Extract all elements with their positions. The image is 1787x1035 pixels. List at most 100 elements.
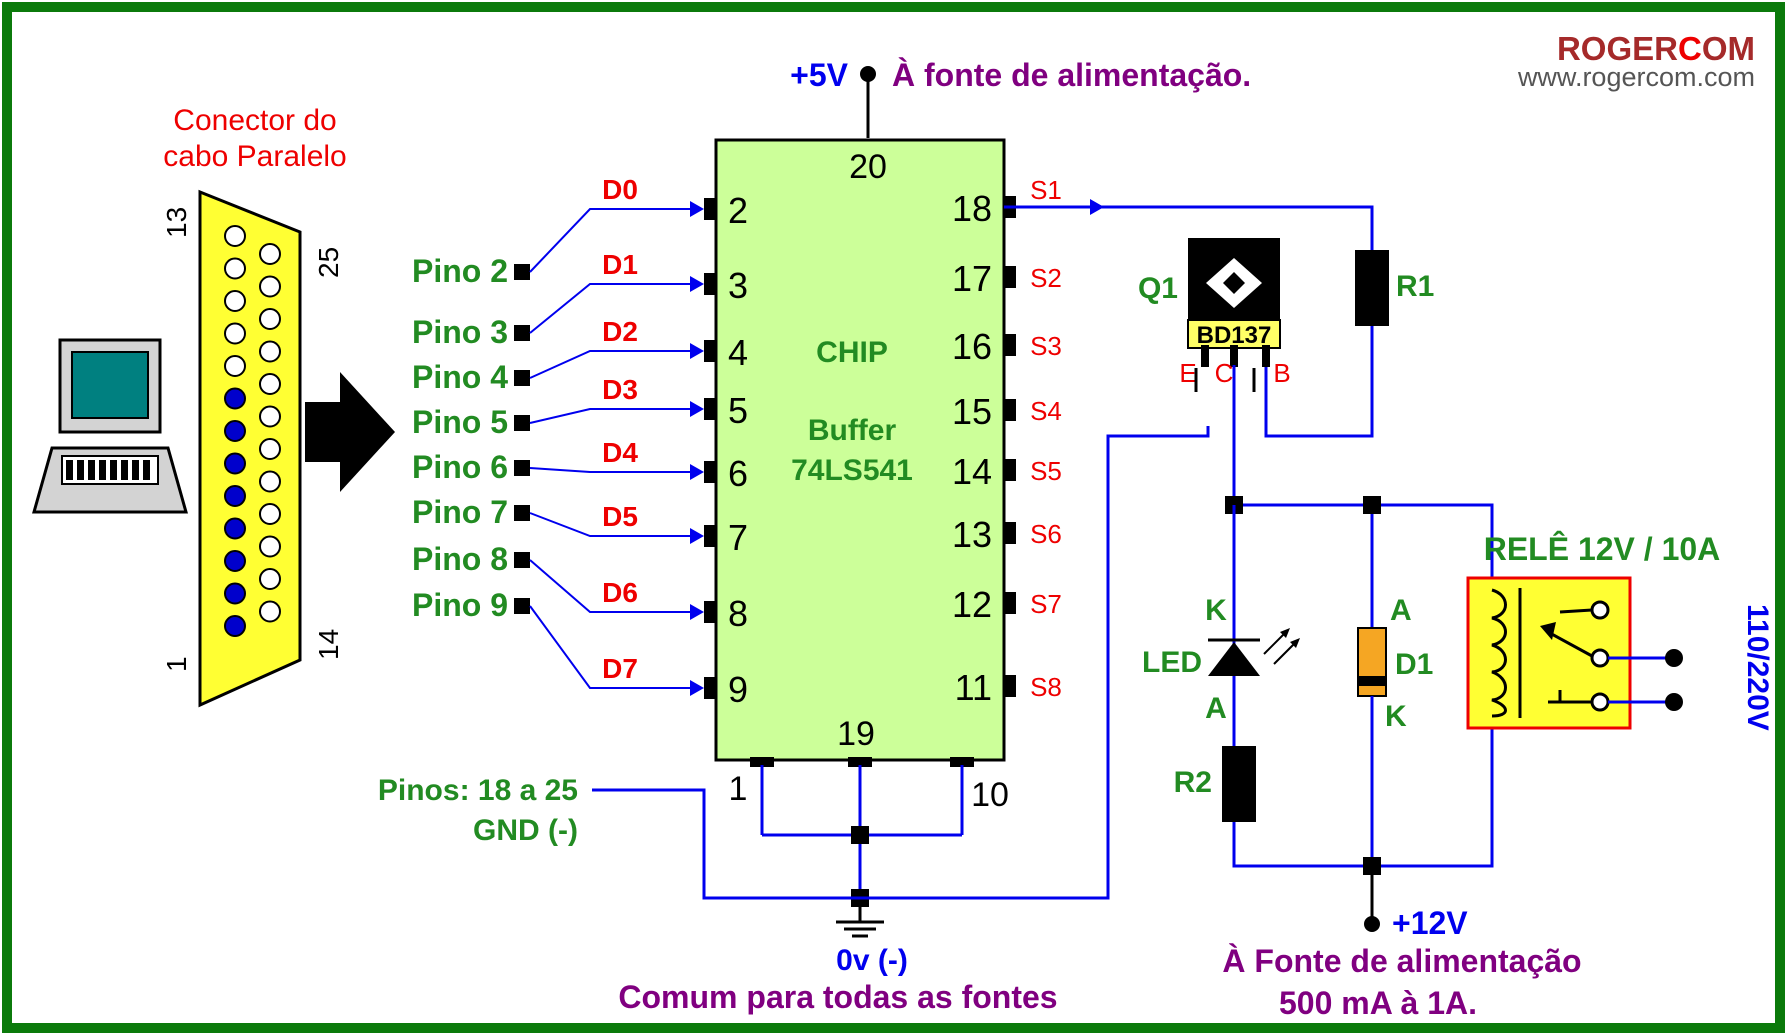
data-wire [529, 208, 700, 273]
transistor-ref: Q1 [1138, 272, 1178, 305]
db25-hole-left [224, 452, 246, 475]
chip-name: CHIP [816, 336, 888, 369]
output-label: S3 [1030, 331, 1062, 361]
db25-hole-left [224, 322, 246, 345]
output-label: S2 [1030, 263, 1062, 293]
transistor-part: BD137 [1197, 322, 1272, 349]
port-pin-label: Pino 3 [412, 314, 508, 350]
output-label: S5 [1030, 456, 1062, 486]
wire-arrow [690, 528, 704, 544]
data-wire [529, 559, 700, 613]
chip-pin-10: 10 [971, 776, 1009, 814]
supply-5v-caption: À fonte de alimentação. [892, 57, 1251, 93]
chip-output-pin [1004, 334, 1016, 356]
ground-caption: Comum para todas as fontes [618, 979, 1057, 1015]
transistor-pin-e: E [1179, 358, 1196, 388]
data-line-label: D5 [602, 501, 638, 532]
chip-input-pin-number: 5 [728, 390, 748, 431]
port-pin-terminal [514, 325, 530, 341]
port-pin-label: Pino 8 [412, 541, 508, 577]
brand-url: www.rogercom.com [1517, 62, 1755, 92]
diode-label: D1 [1395, 648, 1433, 681]
port-pin-label: Pino 4 [412, 359, 508, 395]
resistor-r1 [1355, 250, 1389, 326]
data-line-label: D2 [602, 316, 638, 347]
output-label: S1 [1030, 175, 1062, 205]
data-line-label: D4 [602, 437, 638, 468]
diode-k-label: K [1385, 700, 1407, 733]
supply-12v-caption-line1: À Fonte de alimentação [1222, 943, 1581, 979]
resistor-r2 [1222, 746, 1256, 822]
gnd-pins-label: Pinos: 18 a 25 [378, 774, 578, 807]
chip-output-pin [1004, 399, 1016, 421]
output-label: S6 [1030, 519, 1062, 549]
chip-output-pin [1004, 266, 1016, 288]
data-wire [529, 512, 700, 537]
supply-12v-caption-line2: 500 mA à 1A. [1279, 985, 1477, 1021]
db25-hole-right [259, 470, 281, 493]
db25-hole-left [224, 517, 246, 540]
chip-input-pin-number: 2 [728, 190, 748, 231]
chip-pin-20: 20 [849, 148, 887, 186]
db25-hole-right [259, 243, 281, 265]
connector-title-line2: cabo Paralelo [163, 140, 346, 173]
ground-symbol [836, 905, 884, 938]
chip-output-pin-number: 17 [952, 258, 992, 299]
chip-output-pin-number: 18 [952, 188, 992, 229]
wire-arrow [690, 401, 704, 417]
mains-terminal-1 [1665, 649, 1683, 667]
transistor-q1 [1187, 238, 1281, 367]
connector-title-line1: Conector do [173, 104, 336, 137]
chip-pin-19: 19 [837, 715, 875, 753]
db25-hole-right [259, 373, 281, 395]
output-label: S8 [1030, 672, 1062, 702]
db25-hole-left [224, 615, 246, 637]
chip-input-pin [704, 677, 716, 699]
chip-output-pin [1004, 522, 1016, 544]
db25-pin-holes [224, 225, 281, 637]
transistor-pin-b: B [1273, 358, 1290, 388]
db25-hole-right [259, 438, 281, 460]
chip-part-number: 74LS541 [791, 454, 913, 487]
led-a-label: A [1205, 692, 1227, 725]
wire-arrow [690, 680, 704, 696]
connector-pin-14-label: 14 [313, 629, 344, 660]
resistor-r2-label: R2 [1174, 766, 1212, 799]
port-pin-label: Pino 6 [412, 449, 508, 485]
db25-hole-right [259, 308, 281, 330]
diode-a-label: A [1390, 594, 1412, 627]
chip-input-pin [704, 340, 716, 362]
data-line-label: D6 [602, 577, 638, 608]
output-label: S4 [1030, 396, 1062, 426]
diode-d1 [1357, 627, 1387, 697]
wire-arrow [690, 276, 704, 292]
supply-5v-voltage: +5V [790, 57, 848, 93]
chip-output-pin [1004, 459, 1016, 481]
db25-hole-right [259, 600, 281, 623]
chip-input-pin [704, 525, 716, 547]
chip-output-pin [1004, 675, 1016, 697]
chip-pin-1: 1 [729, 770, 748, 808]
chip-output-pin-number: 13 [952, 514, 992, 555]
port-pin-label: Pino 9 [412, 587, 508, 623]
direction-arrow [305, 372, 395, 492]
mains-terminal-2 [1665, 693, 1683, 711]
chip-output-pin-number: 15 [952, 391, 992, 432]
db25-hole-left [224, 290, 246, 312]
connector-pin-13-label: 13 [161, 207, 192, 238]
db25-hole-left [224, 387, 246, 410]
wire-arrow [690, 201, 704, 217]
wire-arrow [690, 343, 704, 359]
chip-output-pin-number: 16 [952, 326, 992, 367]
chip-input-pin-number: 4 [728, 332, 748, 373]
data-wire [529, 605, 700, 689]
chip-output-pin [1004, 592, 1016, 614]
chip-74ls541 [714, 138, 1006, 762]
db25-connector-icon [198, 189, 302, 708]
chip-input-pin [704, 601, 716, 623]
chip-input-pin-number: 3 [728, 265, 748, 306]
chip-output-pin-number: 11 [955, 667, 992, 708]
data-line-label: D1 [602, 249, 638, 280]
connector-pin-25-label: 25 [313, 247, 344, 278]
